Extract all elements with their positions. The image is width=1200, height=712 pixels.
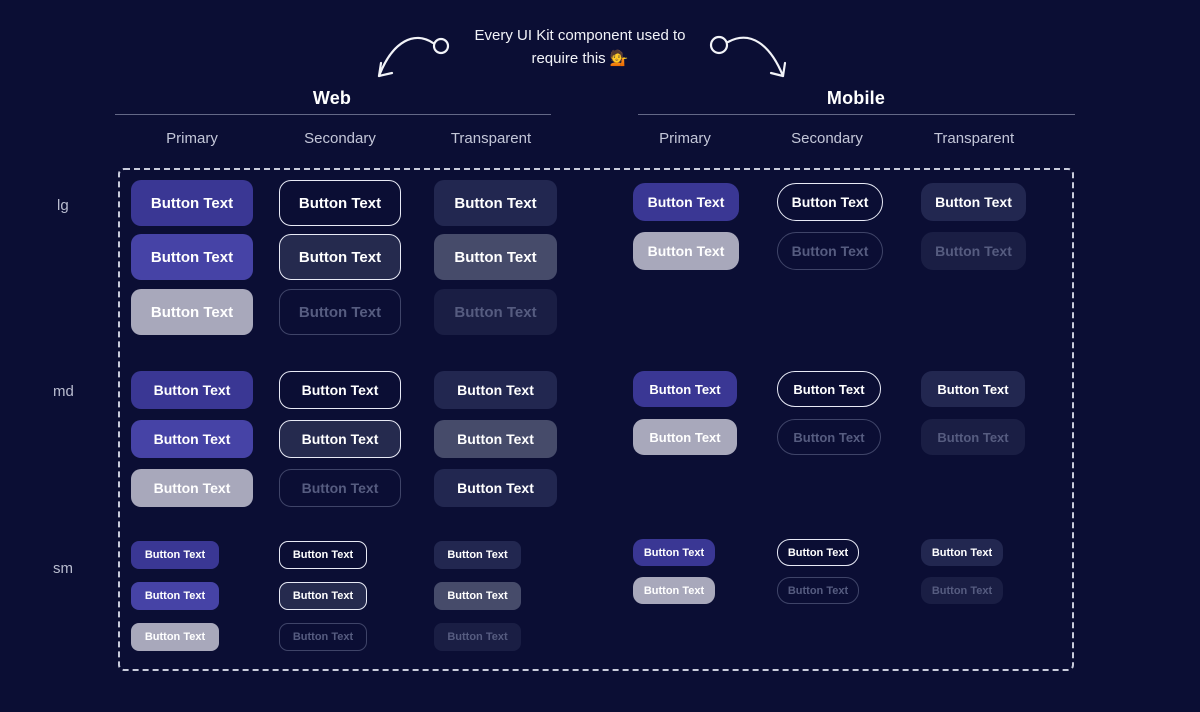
button-web-secondary-md-disabled[interactable]: Button Text <box>279 469 401 507</box>
button-mobile-secondary-sm-default[interactable]: Button Text <box>777 539 859 566</box>
button-web-transparent-lg-disabled[interactable]: Button Text <box>434 289 557 335</box>
button-web-transparent-md-hover[interactable]: Button Text <box>434 420 557 458</box>
button-mobile-transparent-lg-disabled[interactable]: Button Text <box>921 232 1026 270</box>
button-web-primary-sm-default[interactable]: Button Text <box>131 541 219 569</box>
size-label-lg: lg <box>57 197 69 214</box>
curved-arrow-down-left-icon <box>377 36 450 78</box>
annotation-text: Every UI Kit component used to require t… <box>430 24 730 70</box>
mobile-section-title: Mobile <box>826 88 886 108</box>
mobile-secondary-header: Secondary <box>791 130 863 147</box>
button-mobile-primary-md-disabled[interactable]: Button Text <box>633 419 737 455</box>
size-label-md: md <box>53 383 74 400</box>
button-mobile-primary-lg-disabled[interactable]: Button Text <box>633 232 739 270</box>
button-web-primary-lg-default[interactable]: Button Text <box>131 180 253 226</box>
button-mobile-transparent-md-default[interactable]: Button Text <box>921 371 1025 407</box>
button-web-primary-lg-disabled[interactable]: Button Text <box>131 289 253 335</box>
button-mobile-transparent-sm-default[interactable]: Button Text <box>921 539 1003 566</box>
button-web-primary-sm-disabled[interactable]: Button Text <box>131 623 219 651</box>
button-web-transparent-md-default-0[interactable]: Button Text <box>434 371 557 409</box>
button-web-secondary-lg-disabled[interactable]: Button Text <box>279 289 401 335</box>
web-secondary-header: Secondary <box>304 130 376 147</box>
button-web-transparent-sm-disabled[interactable]: Button Text <box>434 623 521 651</box>
button-web-transparent-sm-default[interactable]: Button Text <box>434 541 521 569</box>
annotation-line2: require this 💁 <box>531 50 629 67</box>
button-web-secondary-md-default[interactable]: Button Text <box>279 371 401 409</box>
web-section-title: Web <box>312 88 352 108</box>
mobile-section-divider <box>638 114 1075 115</box>
button-mobile-secondary-md-disabled[interactable]: Button Text <box>777 419 881 455</box>
button-mobile-secondary-lg-default[interactable]: Button Text <box>777 183 883 221</box>
button-web-transparent-lg-hover[interactable]: Button Text <box>434 234 557 280</box>
size-label-sm: sm <box>53 560 73 577</box>
button-web-primary-lg-hover[interactable]: Button Text <box>131 234 253 280</box>
button-mobile-secondary-lg-disabled[interactable]: Button Text <box>777 232 883 270</box>
button-web-secondary-sm-hover[interactable]: Button Text <box>279 582 367 610</box>
button-web-primary-sm-hover[interactable]: Button Text <box>131 582 219 610</box>
button-mobile-secondary-md-default[interactable]: Button Text <box>777 371 881 407</box>
web-transparent-header: Transparent <box>450 130 532 147</box>
button-web-secondary-md-hover[interactable]: Button Text <box>279 420 401 458</box>
button-mobile-transparent-sm-disabled[interactable]: Button Text <box>921 577 1003 604</box>
button-mobile-secondary-sm-disabled[interactable]: Button Text <box>777 577 859 604</box>
curved-arrow-down-right-icon <box>709 35 787 78</box>
button-mobile-primary-sm-default[interactable]: Button Text <box>633 539 715 566</box>
button-web-secondary-lg-default[interactable]: Button Text <box>279 180 401 226</box>
components-frame <box>118 168 1074 671</box>
button-web-secondary-sm-default[interactable]: Button Text <box>279 541 367 569</box>
button-mobile-primary-sm-disabled[interactable]: Button Text <box>633 577 715 604</box>
mobile-transparent-header: Transparent <box>933 130 1015 147</box>
button-web-primary-md-disabled[interactable]: Button Text <box>131 469 253 507</box>
web-primary-header: Primary <box>166 130 218 147</box>
button-web-secondary-sm-disabled[interactable]: Button Text <box>279 623 367 651</box>
web-section-divider <box>115 114 551 115</box>
button-mobile-primary-md-default[interactable]: Button Text <box>633 371 737 407</box>
button-web-transparent-md-default-2[interactable]: Button Text <box>434 469 557 507</box>
button-web-primary-md-default[interactable]: Button Text <box>131 371 253 409</box>
person-tipping-hand-emoji: 💁 <box>609 50 629 67</box>
button-mobile-transparent-lg-default[interactable]: Button Text <box>921 183 1026 221</box>
button-mobile-transparent-md-disabled[interactable]: Button Text <box>921 419 1025 455</box>
annotation-line1: Every UI Kit component used to <box>474 27 686 44</box>
button-web-secondary-lg-hover[interactable]: Button Text <box>279 234 401 280</box>
button-web-primary-md-hover[interactable]: Button Text <box>131 420 253 458</box>
button-web-transparent-sm-hover[interactable]: Button Text <box>434 582 521 610</box>
button-mobile-primary-lg-default[interactable]: Button Text <box>633 183 739 221</box>
mobile-primary-header: Primary <box>659 130 711 147</box>
button-web-transparent-lg-default[interactable]: Button Text <box>434 180 557 226</box>
